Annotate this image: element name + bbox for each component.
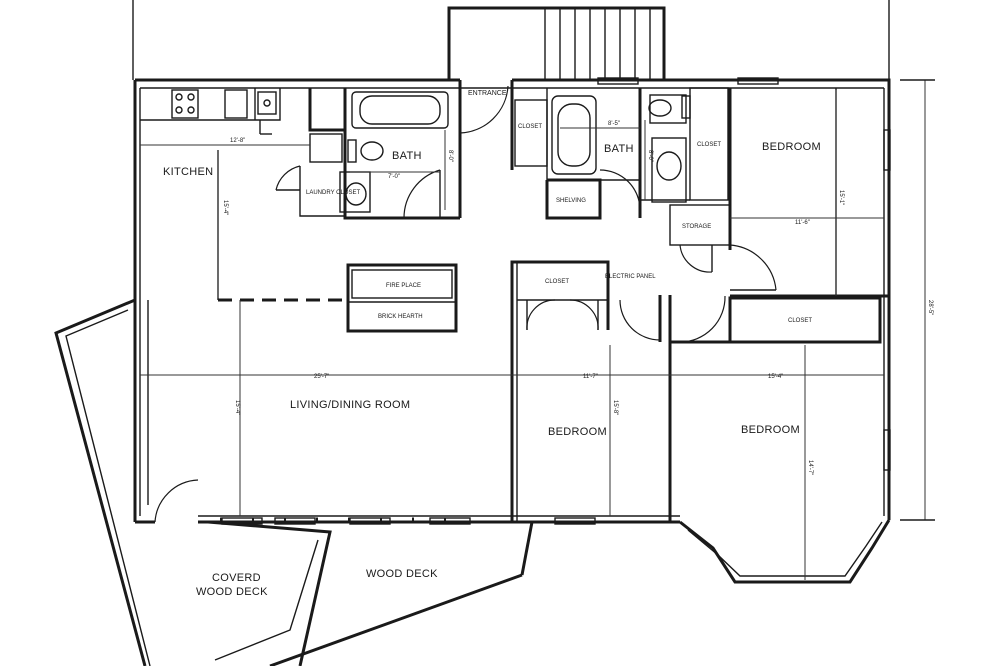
sink-bath-left-icon	[345, 182, 367, 206]
dim-bedroom-right-w: 15'-4"	[768, 374, 783, 380]
dim-bath-right-h: 8'-0"	[647, 150, 653, 162]
kitchen-counters	[140, 88, 281, 135]
dim-bedroom-mid-w: 11'-7"	[583, 374, 598, 380]
dim-bath-right-w: 8'-5"	[608, 121, 620, 127]
bedroom-mid-label: BEDROOM	[548, 426, 607, 438]
storage-label: STORAGE	[682, 224, 711, 230]
dim-living-w: 25'-7"	[314, 374, 329, 380]
bath-right	[514, 87, 729, 220]
bath-closet	[689, 87, 729, 201]
electric-panel-label: ELECTRIC PANEL	[605, 274, 656, 280]
closet-right-label: CLOSET	[788, 318, 812, 324]
dim-bath-left-h: 8'-0"	[447, 150, 453, 162]
covered-deck-label-2: WOOD DECK	[196, 586, 268, 598]
entrance-door	[459, 80, 514, 170]
middle-walls	[510, 260, 882, 522]
closet-bath-label: CLOSET	[697, 142, 721, 148]
laundry-label: LAUNDRY CLOSET	[306, 190, 360, 196]
fireplace-label: FIRE PLACE	[386, 283, 421, 289]
bedroom-right-label: BEDROOM	[741, 424, 800, 436]
kitchen-label: KITCHEN	[163, 166, 213, 178]
shelving-label: SHELVING	[556, 198, 586, 204]
dim-bedroom-mid-h: 15'-8"	[612, 400, 618, 415]
dim-kitchen-w: 12'-8"	[230, 138, 245, 144]
bedroom-top	[669, 88, 889, 298]
bath-right-label: BATH	[604, 143, 634, 155]
storage-closet	[669, 204, 731, 246]
entry-stairs	[447, 6, 666, 80]
dim-bedroom-right-h: 14'-7"	[807, 460, 813, 475]
dim-living-h: 15'-4"	[234, 400, 240, 415]
stove-icon	[171, 89, 199, 119]
bathtub-icon	[351, 91, 449, 129]
dim-kitchen-h: 15'-4"	[222, 200, 228, 215]
refrigerator-icon	[224, 89, 248, 119]
dim-bath-left-w: 7'-0"	[388, 174, 400, 180]
closet-entry-label: CLOSET	[518, 124, 542, 130]
entrance-label: ENTRANCE	[468, 90, 507, 97]
decks	[54, 298, 534, 666]
wood-deck-label: WOOD DECK	[366, 568, 438, 580]
sink-icon	[257, 91, 277, 115]
bathtub-right-icon	[551, 95, 597, 175]
dim-bedroom-top-h: 15'-1"	[838, 190, 844, 205]
bath-left-label: BATH	[392, 150, 422, 162]
toilet-icon	[360, 141, 384, 161]
toilet-right-icon	[656, 151, 682, 181]
bedroom-closet	[728, 296, 882, 344]
kitchen-boundary	[217, 150, 345, 302]
dimension-lines	[140, 79, 935, 580]
covered-deck-label-1: COVERD	[212, 572, 261, 584]
brick-hearth-label: BRICK HEARTH	[378, 314, 423, 320]
dim-overall-h: 28'-5"	[927, 300, 933, 315]
fireplace	[346, 263, 458, 333]
windows	[220, 77, 891, 525]
living-label: LIVING/DINING ROOM	[290, 399, 410, 411]
closet-mid-label: CLOSET	[545, 279, 569, 285]
dim-bedroom-top-w: 11'-6"	[795, 220, 810, 226]
living-left-wall	[147, 300, 199, 523]
bedroom-top-label: BEDROOM	[762, 141, 821, 153]
bath-left	[275, 80, 462, 220]
